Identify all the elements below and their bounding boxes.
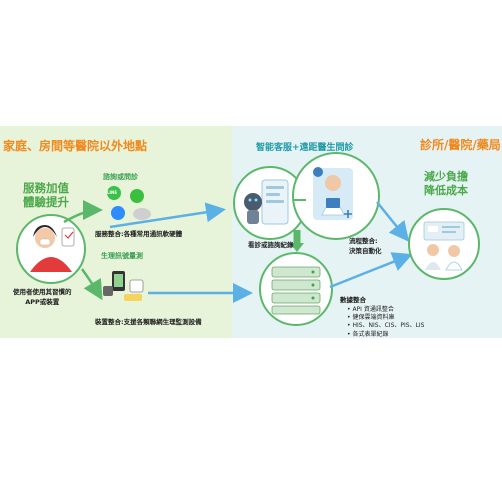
value-add-text: 服務加值 體驗提升 <box>23 181 69 209</box>
workflow-line-2: 決策自動化 <box>349 247 382 255</box>
server-illustration <box>259 252 333 326</box>
data-item: • 健保雲端資料庫 <box>347 314 395 322</box>
arrow-user-to-apps <box>63 200 103 224</box>
line-app-badge: LINE <box>107 190 118 195</box>
user-circle-illustration <box>16 214 86 284</box>
workflow-integration-text: 流程整合: 決策自動化 <box>349 235 382 255</box>
vitals-label: 生理訊號量測 <box>101 252 143 260</box>
doctor-illustration <box>292 152 380 240</box>
data-item: • 各式表單紀錄 <box>347 330 389 338</box>
workflow-line-1: 流程整合: <box>349 237 378 245</box>
data-integration-list: • API 資通訊整合 • 健保雲端資料庫 • HIS、NIS、CIS、PIS、… <box>347 306 425 339</box>
data-item: • API 資通訊整合 <box>347 306 394 313</box>
user-caption-line-2: APP或裝置 <box>25 298 60 306</box>
right-section-title: 診所/醫院/藥局 <box>420 138 501 152</box>
benefit-line-2: 降低成本 <box>424 184 468 197</box>
left-section-title: 家庭、房間等醫院以外地點 <box>3 139 148 153</box>
middle-section-title: 智能客服+遠距醫生問診 <box>256 143 354 153</box>
ai-chatbot-illustration <box>233 166 307 240</box>
consult-label: 諮詢或問診 <box>103 173 138 181</box>
arrow-apps-to-ai <box>109 202 226 229</box>
user-caption-line-1: 使用者使用其習慣的 <box>13 288 72 296</box>
value-add-line-2: 體驗提升 <box>23 195 69 209</box>
user-caption: 使用者使用其習慣的 APP或裝置 <box>13 286 72 306</box>
record-caption: 看診或諮詢紀錄 <box>248 241 294 249</box>
data-integration-title: 數據整合 <box>340 296 366 304</box>
benefit-text: 減少負擔 降低成本 <box>424 170 468 198</box>
communication-apps-illustration <box>107 186 151 220</box>
devices-illustration <box>103 271 144 301</box>
arrow-user-to-devices <box>80 268 103 301</box>
value-add-line-1: 服務加值 <box>23 181 69 195</box>
arrow-doctor-to-clinic <box>376 201 410 242</box>
benefit-line-1: 減少負擔 <box>424 170 468 183</box>
clinic-illustration <box>408 208 480 280</box>
arrow-server-to-clinic <box>329 252 413 289</box>
service-integration-text: 服務整合:各種常用通訊軟硬體 <box>95 230 183 238</box>
data-item: • HIS、NIS、CIS、PIS、LIS <box>347 322 425 330</box>
device-integration-text: 裝置整合:支援各類聯網生理監測設備 <box>95 318 202 326</box>
